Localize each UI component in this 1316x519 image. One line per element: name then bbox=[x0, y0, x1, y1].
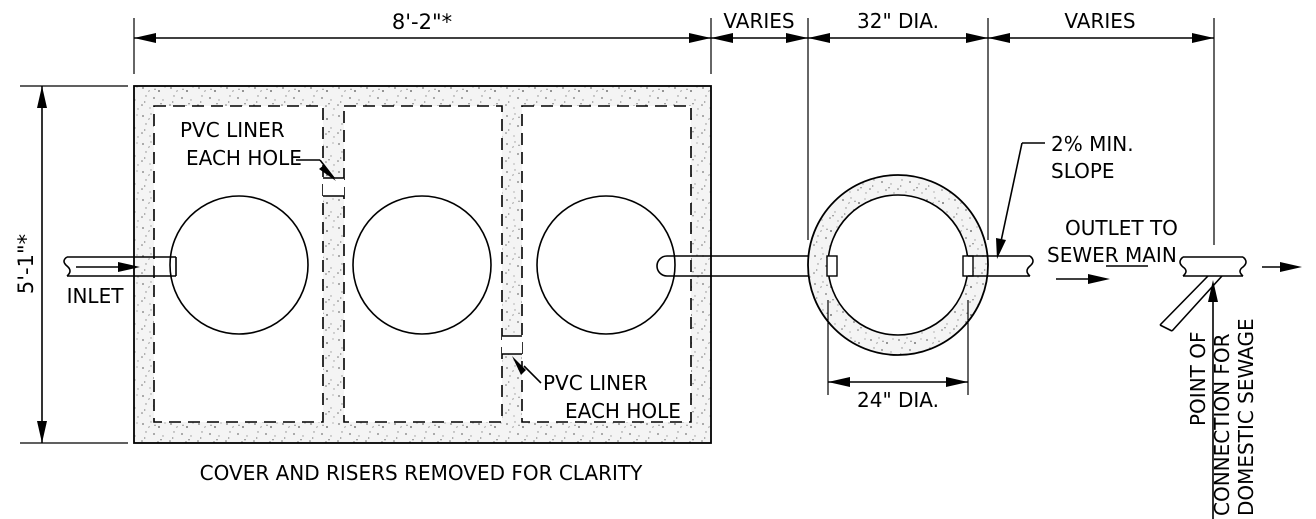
outlet-label-line2: SEWER MAIN bbox=[1047, 243, 1177, 267]
sewer-main-connection bbox=[1159, 256, 1302, 519]
overall-length-dimension: 8'-2"* bbox=[392, 10, 452, 34]
access-opening-3 bbox=[536, 195, 676, 335]
connection-note-line2: CONNECTION FOR bbox=[1210, 333, 1234, 516]
access-opening-2 bbox=[352, 195, 492, 335]
compartment-3 bbox=[522, 106, 691, 422]
overall-width-dimension: 5'-1"* bbox=[14, 234, 38, 294]
compartment-2 bbox=[344, 106, 502, 422]
outer-diameter-dimension: 32" DIA. bbox=[857, 9, 939, 33]
inner-diameter-dimension-line bbox=[827, 300, 969, 395]
pvc-liner-bottom-label-line1: PVC LINER bbox=[543, 371, 648, 395]
slope-label-line1: 2% MIN. bbox=[1051, 132, 1134, 156]
inner-diameter-dimension: 24" DIA. bbox=[857, 388, 939, 412]
outlet-label-line1: OUTLET TO bbox=[1065, 216, 1178, 240]
pvc-liner-bottom-leader bbox=[512, 356, 542, 384]
varies-left-dimension: VARIES bbox=[723, 9, 794, 33]
inlet-pipe bbox=[63, 256, 177, 277]
compartment-1 bbox=[154, 106, 323, 422]
sewer-outlet-pipe bbox=[968, 255, 1110, 284]
distribution-manhole bbox=[807, 174, 989, 356]
tank-outlet-pipe bbox=[656, 255, 833, 277]
connection-note-line3: DOMESTIC SEWAGE bbox=[1234, 318, 1258, 516]
pvc-liner-top-label-line1: PVC LINER bbox=[180, 118, 285, 142]
caption: COVER AND RISERS REMOVED FOR CLARITY bbox=[200, 461, 643, 485]
slope-label-line2: SLOPE bbox=[1051, 159, 1115, 183]
pvc-liner-top-leader bbox=[296, 159, 336, 181]
pvc-liner-top-label-line2: EACH HOLE bbox=[186, 146, 302, 170]
top-dimension-line bbox=[133, 18, 1215, 245]
connection-note-line1: POINT OF bbox=[1186, 332, 1210, 426]
left-dimension-line bbox=[20, 85, 128, 444]
access-opening-1 bbox=[169, 195, 309, 335]
pvc-liner-bottom-label-line2: EACH HOLE bbox=[565, 399, 681, 423]
pvc-liner-upper-opening bbox=[323, 178, 344, 196]
inlet-label: INLET bbox=[67, 284, 125, 308]
septic-tank bbox=[133, 85, 712, 444]
varies-right-dimension: VARIES bbox=[1064, 9, 1135, 33]
slope-leader bbox=[996, 142, 1045, 259]
pvc-liner-lower-opening bbox=[502, 336, 522, 354]
